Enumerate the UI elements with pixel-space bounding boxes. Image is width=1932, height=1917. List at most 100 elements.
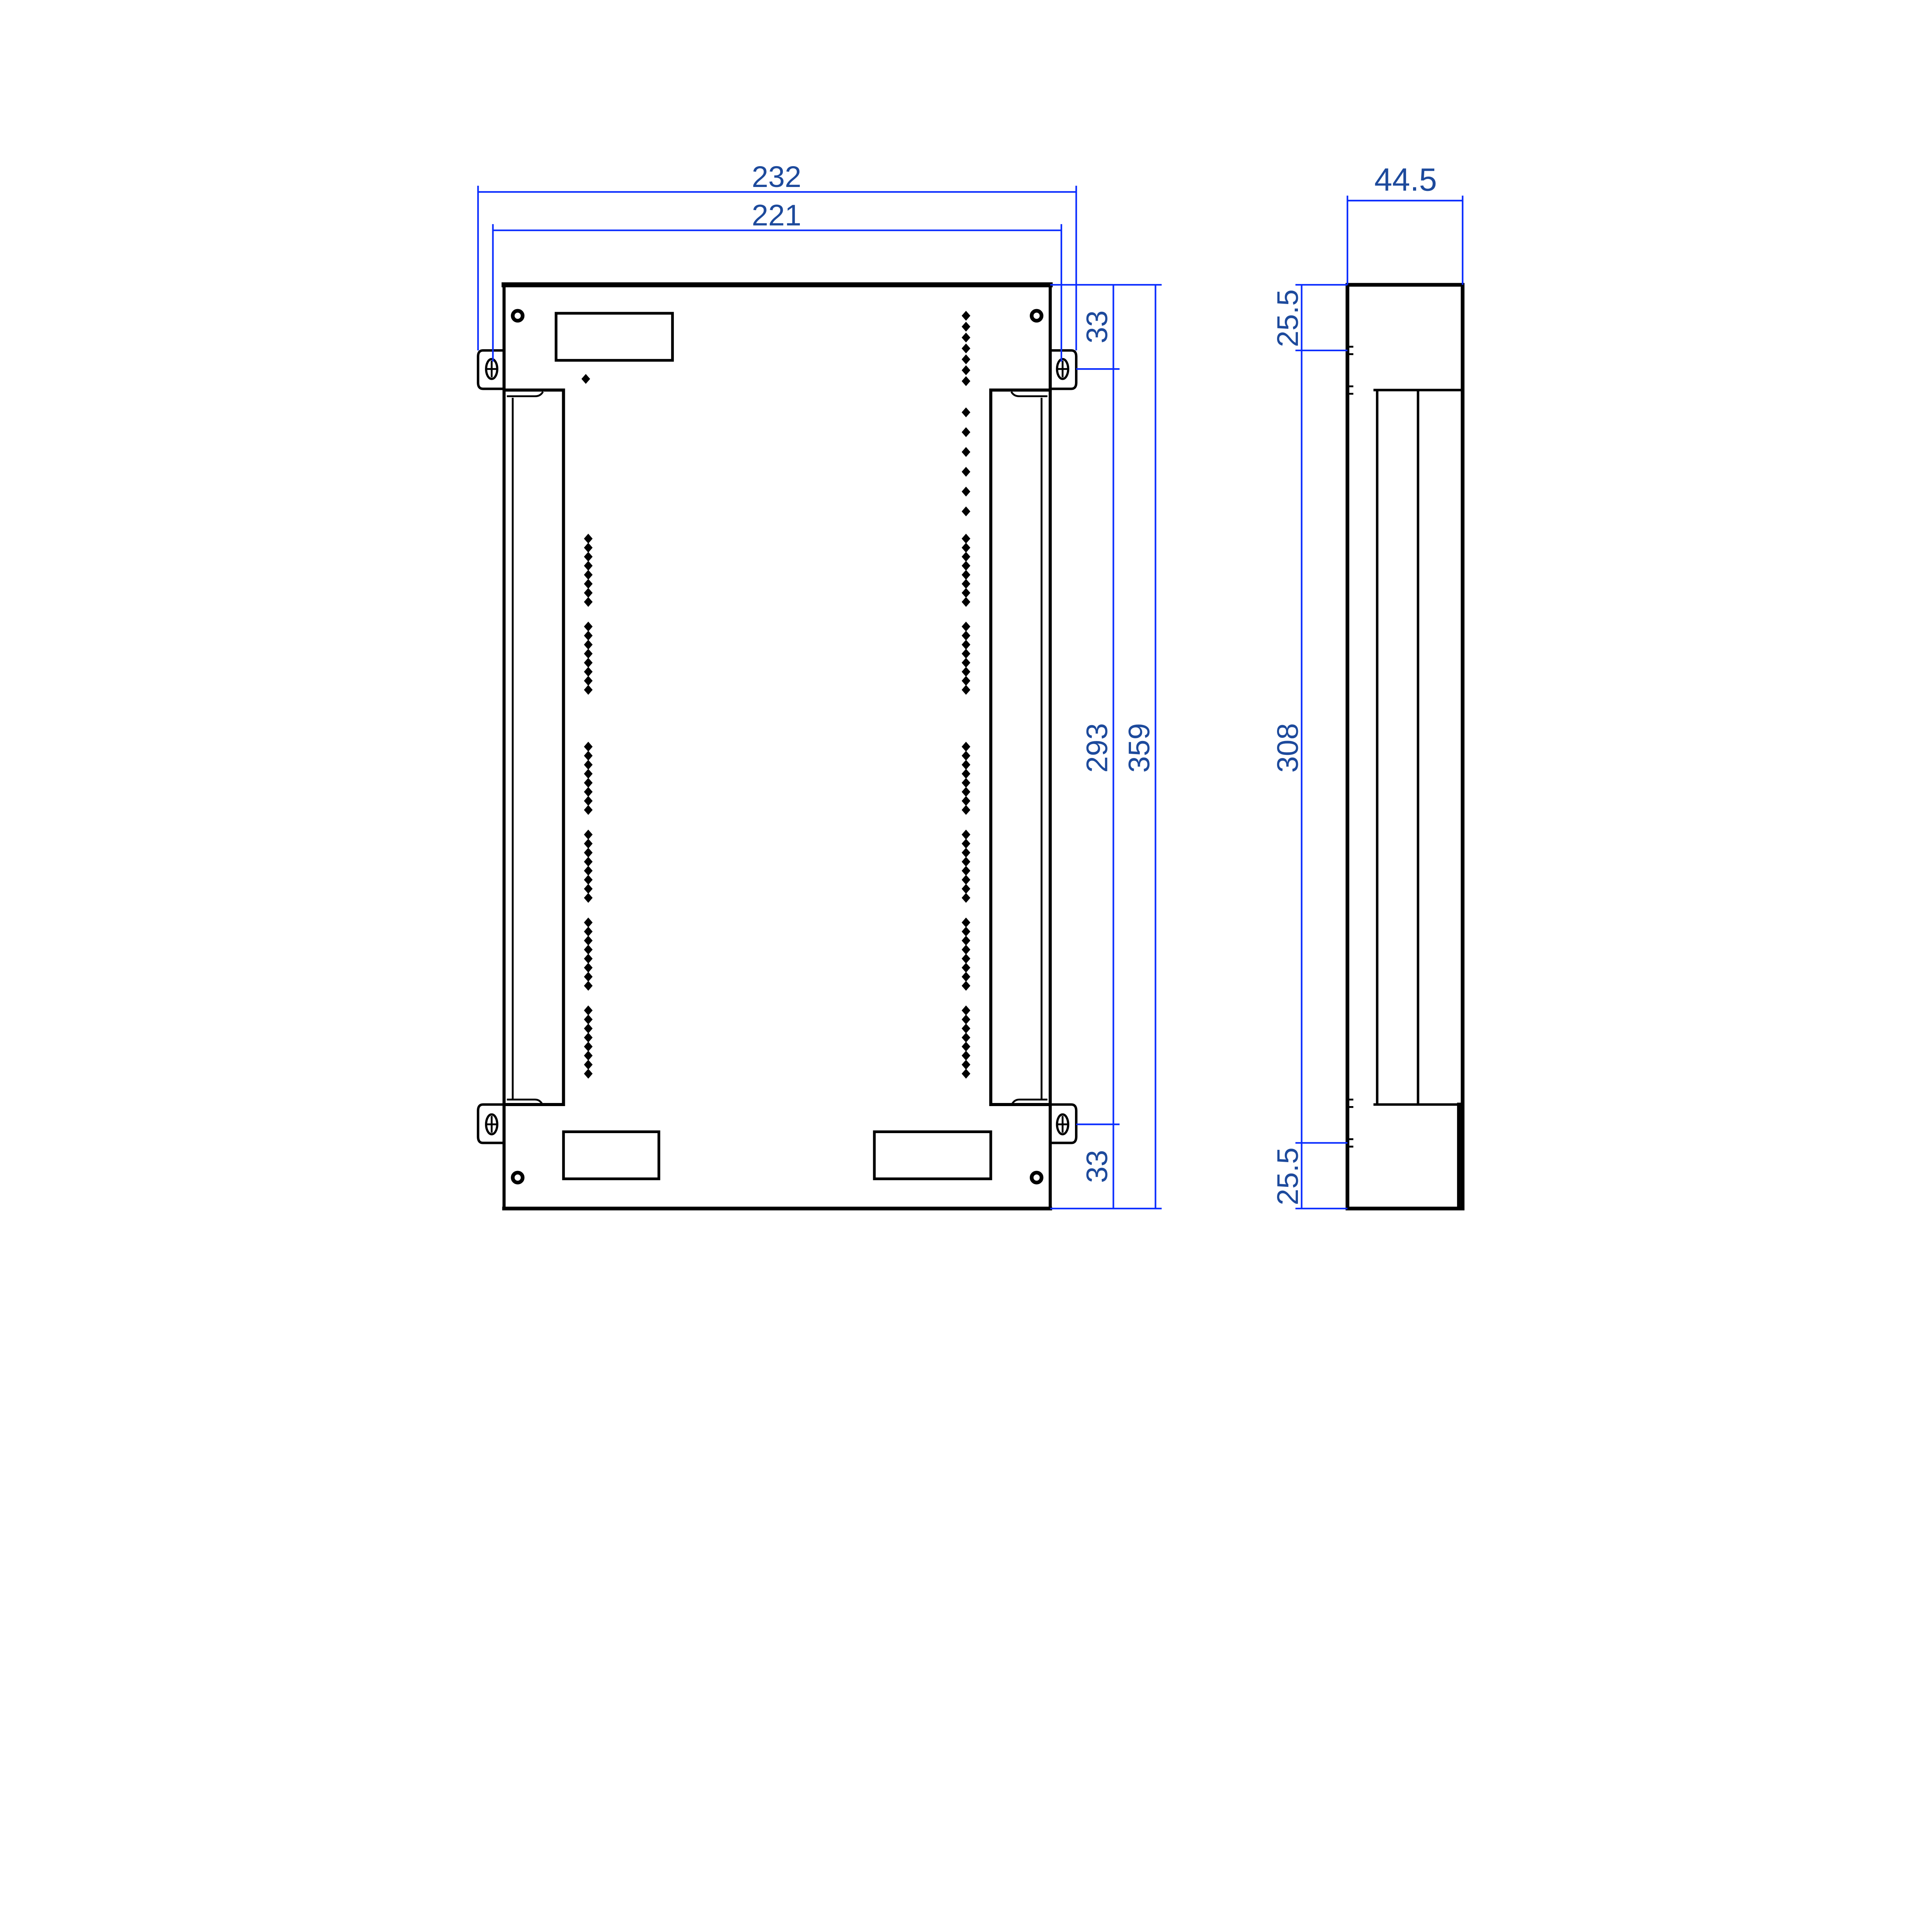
- knockout-diamond-icon: [961, 631, 971, 641]
- knockout-diamond-icon: [961, 751, 971, 761]
- knockout-diamond-icon: [584, 875, 593, 885]
- knockout-diamond-icon: [584, 1023, 593, 1033]
- knockout-diamond-icon: [584, 658, 593, 668]
- knockout-diamond-icon: [584, 778, 593, 788]
- knockout-diamond-icon: [961, 981, 971, 991]
- knockout-diamond-icon: [584, 769, 593, 779]
- knockout-diamond-icon: [584, 579, 593, 589]
- screw-hole-icon: [511, 1171, 525, 1185]
- knockout-diamond-icon: [584, 945, 593, 955]
- knockout-diamond-icon: [961, 1014, 971, 1025]
- knockout-diamond-icon: [961, 506, 971, 517]
- knockout-diamond-icon: [961, 796, 971, 806]
- knockout-diamond-icon: [584, 953, 593, 964]
- knockout-diamond-icon: [961, 376, 971, 386]
- knockout-diamond-icon: [584, 1014, 593, 1025]
- knockout-diamond-icon: [584, 666, 593, 677]
- knockout-diamond-icon: [584, 796, 593, 806]
- knockout-diamond-icon: [961, 935, 971, 946]
- knockout-diamond-icon: [584, 751, 593, 761]
- mounting-ear-top-right: [1049, 349, 1078, 390]
- knockout-diamond-icon: [584, 569, 593, 580]
- knockout-diamond-icon: [584, 621, 593, 632]
- side-view: [1345, 283, 1465, 1211]
- knockout-diamond-icon: [961, 676, 971, 686]
- knockout-diamond-icon: [961, 1050, 971, 1061]
- knockout-diamond-icon: [961, 893, 971, 903]
- knockout-diamond-icon: [584, 805, 593, 815]
- knockout-diamond-icon: [961, 741, 971, 752]
- knockout-diamond-icon: [961, 1023, 971, 1033]
- knockout-diamond-icon: [584, 787, 593, 797]
- knockout-diamond-icon: [961, 1059, 971, 1070]
- screw-hole-icon: [511, 309, 525, 323]
- knockout-diamond-icon: [961, 552, 971, 562]
- knockout-diamond-icon: [961, 639, 971, 650]
- dim-side-middle: 308: [1271, 723, 1304, 773]
- technical-drawing: 232 221 33 293 359 33 44.5 25.5 308 25.5: [476, 160, 1465, 1211]
- knockout-diamond-icon: [961, 354, 971, 364]
- knockout-diamond-icon: [584, 848, 593, 858]
- knockout-diamond-icon: [584, 1042, 593, 1052]
- knockout-diamond-icon: [584, 829, 593, 840]
- dim-width-overall: 232: [752, 160, 801, 194]
- dim-side-bottom: 25.5: [1271, 1147, 1304, 1205]
- dim-height-overall: 359: [1122, 723, 1156, 773]
- knockout-diamond-icon: [584, 935, 593, 946]
- dim-bottom-offset: 33: [1080, 1150, 1114, 1183]
- mounting-ear-top-left: [476, 349, 505, 390]
- knockout-diamond-icon: [961, 1042, 971, 1052]
- knockout-diamond-icon: [584, 760, 593, 770]
- knockout-diamond-icon: [961, 407, 971, 418]
- knockout-diamond-icon: [961, 875, 971, 885]
- mounting-ear-bottom-right: [1049, 1103, 1078, 1144]
- knockout-diamond-icon: [961, 829, 971, 840]
- knockout-diamond-icon: [584, 917, 593, 928]
- knockout-diamond-icon: [961, 1032, 971, 1043]
- knockout-diamond-icon: [584, 1059, 593, 1070]
- screw-hole-icon: [1030, 309, 1044, 323]
- knockout-diamond-icon: [961, 972, 971, 982]
- knockout-diamond-icon: [584, 926, 593, 937]
- din-rail-left: [502, 388, 565, 1106]
- knockout-diamond-icon: [961, 953, 971, 964]
- knockout-diamond-icon: [961, 962, 971, 973]
- cable-cutout-bottom-right: [873, 1130, 992, 1180]
- knockout-diamond-icon: [584, 631, 593, 641]
- cable-cutout-bottom-left: [562, 1130, 660, 1180]
- knockout-diamond-icon: [961, 311, 971, 321]
- knockout-diamond-icon: [961, 321, 971, 332]
- knockout-diamond-icon: [961, 917, 971, 928]
- knockout-diamond-icon: [584, 884, 593, 894]
- knockout-diamond-icon: [584, 649, 593, 659]
- knockout-diamond-icon: [584, 597, 593, 607]
- knockout-diamond-icon: [584, 893, 593, 903]
- dim-depth: 44.5: [1374, 162, 1437, 198]
- knockout-diamond-icon: [961, 649, 971, 659]
- knockout-diamond-icon: [584, 1050, 593, 1061]
- knockout-diamond-icon: [961, 926, 971, 937]
- knockout-diamond-icon: [961, 769, 971, 779]
- knockout-diamond-icon: [584, 561, 593, 571]
- knockout-diamond-icon: [961, 760, 971, 770]
- knockout-diamond-icon: [584, 981, 593, 991]
- knockout-diamond-icon: [961, 857, 971, 867]
- knockout-diamond-icon: [584, 741, 593, 752]
- knockout-diamond-icon: [584, 676, 593, 686]
- dim-width-mounting: 221: [752, 199, 801, 232]
- knockout-diamond-icon: [961, 1069, 971, 1079]
- cable-cutout-top: [554, 312, 674, 362]
- knockout-diamond-icon: [584, 857, 593, 867]
- knockout-diamond-icon: [961, 542, 971, 553]
- side-dimensions: 44.5 25.5 308 25.5: [1271, 162, 1464, 1210]
- knockout-diamond-icon: [584, 838, 593, 849]
- knockout-diamond-icon: [584, 1032, 593, 1043]
- knockout-diamond-icon: [584, 639, 593, 650]
- knockout-diamond-icon: [961, 805, 971, 815]
- knockout-diamond-icon: [961, 597, 971, 607]
- knockout-diamond-icon: [961, 866, 971, 876]
- knockout-diamond-icon: [961, 685, 971, 695]
- knockout-markers: [581, 311, 971, 1079]
- knockout-diamond-icon: [961, 621, 971, 632]
- knockout-diamond-icon: [584, 972, 593, 982]
